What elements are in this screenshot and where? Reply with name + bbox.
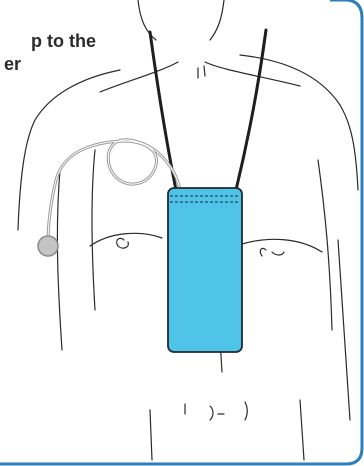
caption-line-2: er: [0, 53, 96, 76]
instruction-caption: p to the er: [0, 30, 96, 76]
lanyard-cord: [150, 30, 266, 190]
caption-line-1: p to the: [0, 30, 96, 53]
pulse-sensor-icon: [38, 236, 58, 256]
lanyard-pouch-icon: [168, 188, 242, 352]
